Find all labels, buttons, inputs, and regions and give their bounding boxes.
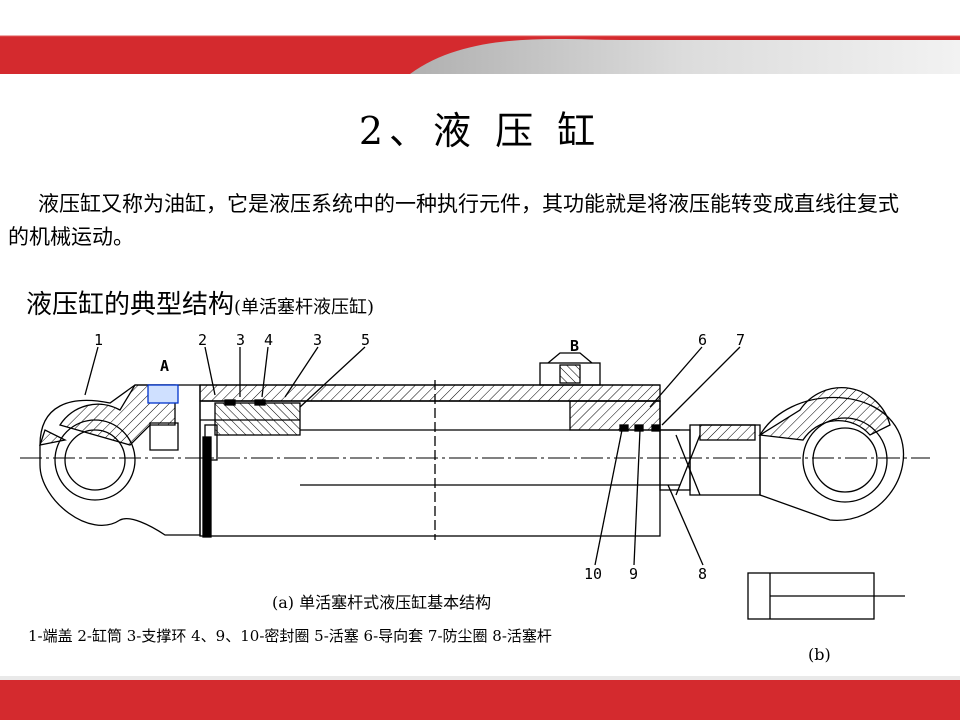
subtitle-note: (单活塞杆液压缸): [234, 297, 375, 318]
parts-legend: 1-端盖 2-缸筒 3-支撑环 4、9、10-密封圈 5-活塞 6-导向套 7-…: [28, 627, 552, 645]
part-label: 4: [264, 331, 273, 349]
bottom-decor-band: [0, 676, 960, 720]
figure-caption-b: (b): [808, 645, 831, 664]
section-subtitle: 液压缸的典型结构(单活塞杆液压缸): [26, 284, 374, 321]
part-label: 8: [698, 565, 707, 583]
top-decor-band: [0, 35, 960, 74]
part-label: 3: [236, 331, 245, 349]
part-label: 5: [361, 331, 370, 349]
port-b-label: B: [570, 337, 579, 355]
part-label: 7: [736, 331, 745, 349]
part-label: 3: [313, 331, 322, 349]
part-label: 9: [629, 565, 638, 583]
part-label: 10: [584, 565, 602, 583]
part-label: 2: [198, 331, 207, 349]
port-a-label: A: [160, 357, 169, 375]
part-label: 6: [698, 331, 707, 349]
slide-title: 2、液 压 缸: [358, 109, 602, 153]
cylinder-drawing: A B 1 2 3 4 3 5 6 7 10 9 8 (a) 单活塞杆式液压缸基…: [20, 331, 930, 664]
part-label: 1: [94, 331, 103, 349]
figure-caption-a: (a) 单活塞杆式液压缸基本结构: [272, 593, 491, 612]
intro-paragraph: 液压缸又称为油缸，它是液压系统中的一种执行元件，其功能就是将液压能转变成直线往复…: [8, 192, 899, 249]
subtitle-main: 液压缸的典型结构: [26, 290, 235, 320]
cylinder-symbol: [747, 572, 905, 620]
